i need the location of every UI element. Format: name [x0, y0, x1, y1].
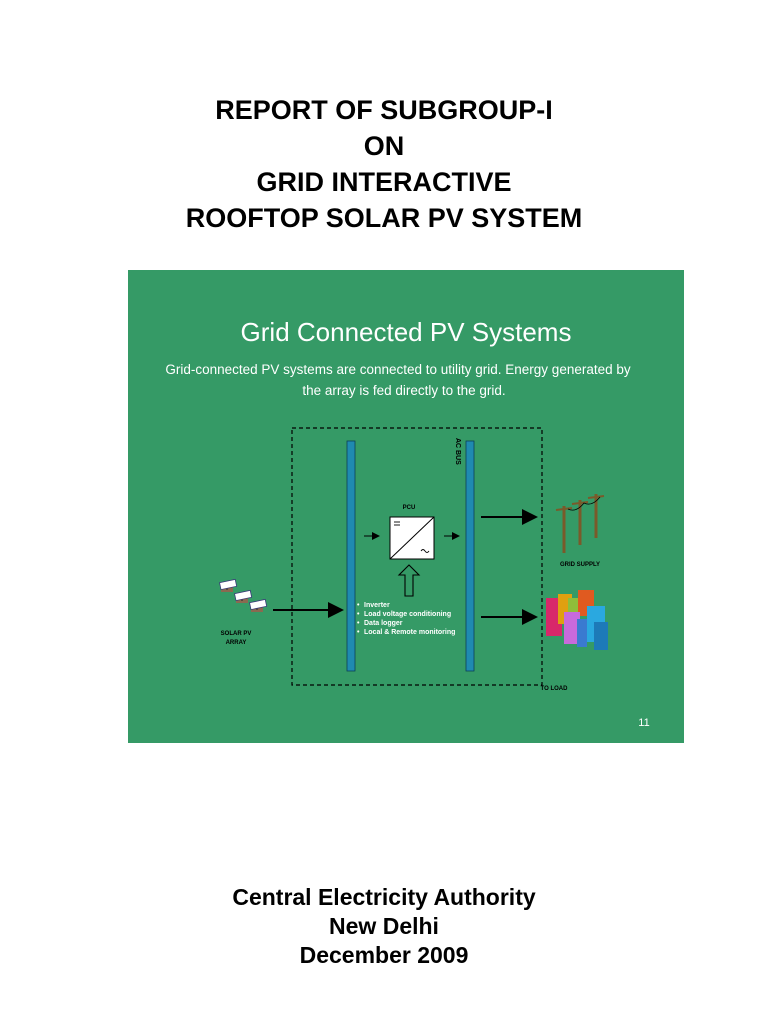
feature-item-4: Local & Remote monitoring — [364, 629, 455, 636]
up-arrow-icon — [397, 564, 421, 597]
slide-subtitle-line-2: the array is fed directly to the grid. — [302, 383, 505, 398]
inverter-icon — [389, 516, 435, 560]
pcu-boundary — [291, 427, 543, 686]
slide-heading: Grid Connected PV Systems — [241, 317, 572, 347]
to-load-label: TO LOAD — [541, 686, 569, 692]
solar-array-label-line-2: ARRAY — [226, 640, 247, 646]
feature-item-1: Inverter — [364, 602, 390, 609]
feature-item-3: Data logger — [364, 620, 403, 627]
dc-bus-bar — [346, 440, 356, 672]
feature-bullet-2: • — [357, 611, 360, 618]
ac-bus-label: AC BUS — [454, 438, 461, 465]
publisher-name: Central Electricity Authority — [232, 884, 536, 910]
publication-date: December 2009 — [299, 942, 469, 968]
pcu-label: PCU — [403, 505, 416, 511]
title-line-3: GRID INTERACTIVE — [256, 167, 512, 197]
publisher-block: Central Electricity Authority New Delhi … — [0, 883, 768, 970]
power-pylon-icon — [555, 494, 605, 553]
slide-figure: Grid Connected PV Systems Grid-connected… — [128, 270, 684, 743]
solar-array-label-line-1: SOLAR PV — [221, 631, 252, 637]
grid-pv-diagram: Grid Connected PV Systems Grid-connected… — [165, 317, 649, 729]
feature-bullet-1: • — [357, 602, 360, 609]
feature-item-2: Load voltage conditioning — [364, 611, 451, 618]
slide-number: 11 — [638, 717, 649, 729]
buildings-icon — [546, 590, 608, 650]
title-line-2: ON — [363, 131, 405, 161]
solar-panel-icon — [219, 578, 268, 612]
title-line-4: ROOFTOP SOLAR PV SYSTEM — [185, 203, 583, 233]
report-title: REPORT OF SUBGROUP-I ON GRID INTERACTIVE… — [0, 92, 768, 236]
feature-bullet-3: • — [357, 620, 360, 627]
slide-subtitle-line-1: Grid-connected PV systems are connected … — [165, 362, 630, 377]
publisher-city: New Delhi — [329, 913, 439, 939]
title-line-1: REPORT OF SUBGROUP-I — [215, 95, 553, 125]
ac-bus-bar — [465, 440, 475, 672]
feature-bullet-4: • — [357, 629, 360, 636]
grid-supply-label: GRID SUPPLY — [560, 562, 600, 568]
